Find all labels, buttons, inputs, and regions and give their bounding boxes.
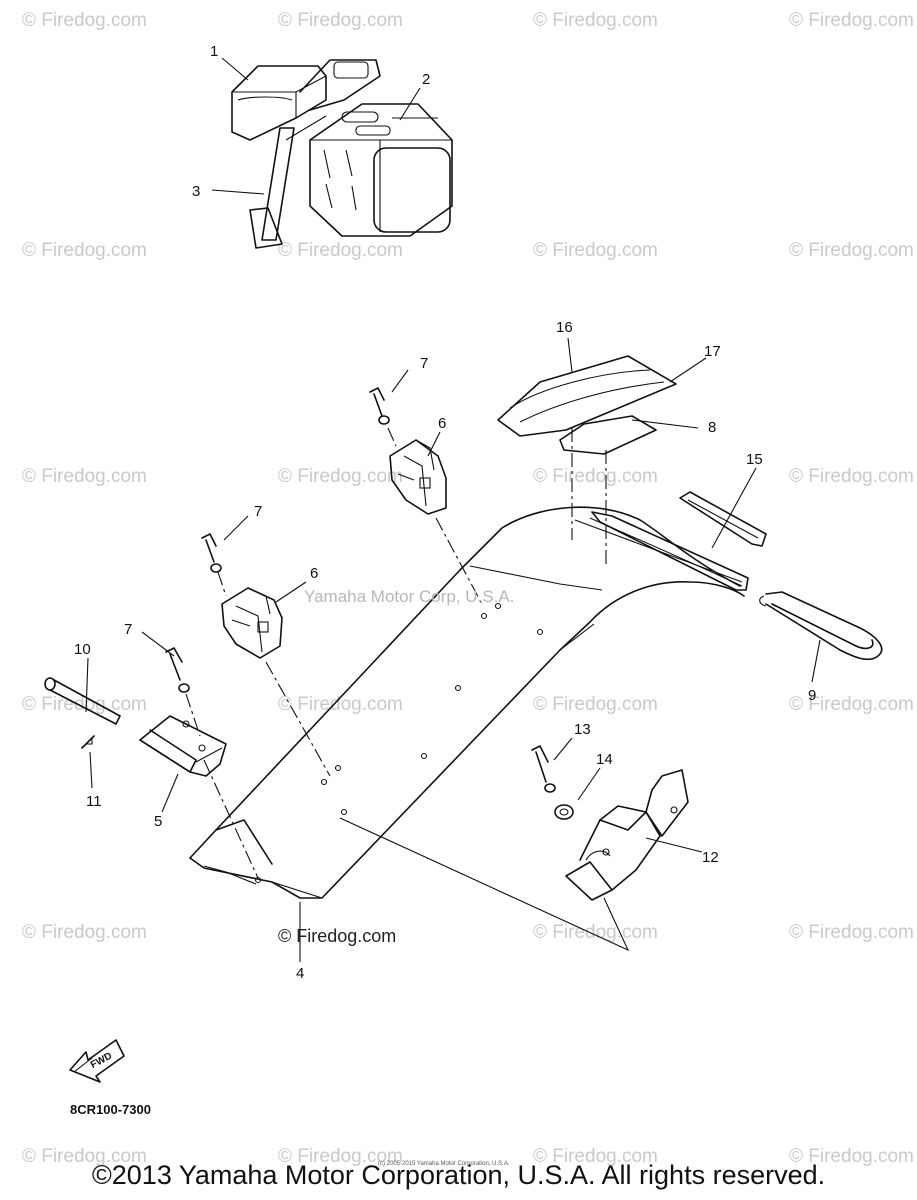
watermark: © Firedog.com [22, 466, 147, 487]
part-10-pin [44, 677, 121, 725]
part-13-screw [531, 745, 556, 793]
watermark: © Firedog.com [789, 10, 914, 31]
callout-6-lower: 6 [310, 565, 318, 582]
part-9-handle [759, 591, 883, 661]
watermark: © Firedog.com [789, 1146, 914, 1167]
part-6-bracket-lower [221, 587, 283, 659]
callout-8: 8 [708, 419, 716, 436]
watermark: © Firedog.com [533, 694, 658, 715]
watermark: © Firedog.com [22, 1146, 147, 1167]
watermark: © Firedog.com [278, 240, 403, 261]
watermark: © Firedog.com [533, 10, 658, 31]
fwd-arrow-icon: FWD [69, 1039, 125, 1083]
callout-10: 10 [74, 641, 91, 658]
watermark: © Firedog.com [533, 240, 658, 261]
watermark: © Firedog.com [789, 694, 914, 715]
callout-9: 9 [808, 687, 816, 704]
part-5-hinge [139, 715, 227, 777]
callout-6-upper: 6 [438, 415, 446, 432]
callout-7-middle: 7 [254, 503, 262, 520]
callout-13: 13 [574, 721, 591, 738]
watermark: © Firedog.com [278, 694, 403, 715]
part-7-screw-upper [369, 387, 390, 425]
watermark: © Firedog.com [789, 240, 914, 261]
watermark: © Firedog.com [22, 694, 147, 715]
part-6-bracket-upper [389, 439, 447, 515]
watermark: © Firedog.com [278, 1146, 403, 1167]
firedog-label: © Firedog.com [278, 926, 397, 946]
part-11-clip [81, 735, 95, 749]
fine-print: (c) 2005-2015 Yamaha Motor Corporation, … [378, 1161, 510, 1167]
watermark: © Firedog.com [278, 466, 403, 487]
watermark: © Firedog.com [789, 922, 914, 943]
watermark: © Firedog.com [533, 466, 658, 487]
leader-lines [85, 57, 821, 962]
callout-2: 2 [422, 71, 430, 88]
callout-1: 1 [210, 43, 218, 60]
watermark: © Firedog.com [22, 10, 147, 31]
part-4-fender [189, 506, 745, 952]
part-7-screw-lower [165, 647, 190, 693]
callout-11: 11 [86, 793, 102, 810]
part-15-trim [591, 491, 767, 591]
callout-15: 15 [746, 451, 763, 468]
callout-3: 3 [192, 183, 200, 200]
callout-12: 12 [702, 849, 719, 866]
callout-14: 14 [596, 751, 613, 768]
watermark: © Firedog.com [22, 922, 147, 943]
callout-4: 4 [296, 965, 304, 982]
watermark: © Firedog.com [533, 922, 658, 943]
callout-7-upper: 7 [420, 355, 428, 372]
part-16-17-8-pads [497, 355, 677, 455]
part-12-rear-bracket [565, 769, 689, 901]
watermark: © Firedog.com [533, 1146, 658, 1167]
watermark: © Firedog.com [22, 240, 147, 261]
part-2-box [309, 103, 453, 237]
callout-17: 17 [704, 343, 721, 360]
center-watermark: Yamaha Motor Corp, U.S.A. [304, 587, 514, 606]
part-14-nut [554, 804, 574, 820]
copyright-footer: ©2013 Yamaha Motor Corporation, U.S.A. A… [91, 1160, 826, 1190]
watermark: © Firedog.com [789, 466, 914, 487]
part-7-screw-middle [201, 533, 222, 573]
fwd-label: FWD [89, 1051, 114, 1071]
callout-7-lower: 7 [124, 621, 132, 638]
watermark: © Firedog.com [278, 10, 403, 31]
part-3-strap [249, 59, 381, 249]
alignment-lines [185, 427, 607, 879]
callout-5: 5 [154, 813, 162, 830]
callout-16: 16 [556, 319, 573, 336]
part-1-pad [231, 65, 327, 141]
diagram-code: 8CR100-7300 [70, 1102, 151, 1117]
